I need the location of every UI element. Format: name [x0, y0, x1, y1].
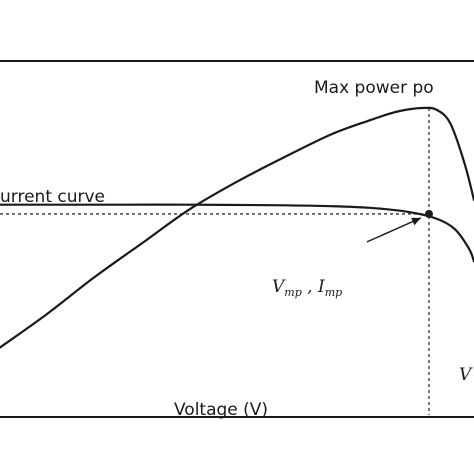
mpp-pointer-arrowhead: [411, 217, 421, 226]
mpp-pointer-arrow: [366, 217, 422, 243]
max-power-point-label: Max power po: [314, 78, 434, 98]
imp-subscript: mp: [325, 286, 342, 299]
vmp-symbol: V: [272, 277, 286, 297]
max-power-point-marker: [424, 209, 433, 218]
imp-symbol: I: [317, 277, 325, 297]
current-curve-label: urrent curve: [0, 187, 105, 207]
current-curve-line: [0, 203, 474, 263]
vmp-imp-label: Vmp , Imp: [272, 277, 342, 299]
x-axis-label: Voltage (V): [174, 400, 268, 420]
right-edge-v-label: V: [459, 365, 473, 385]
plot-frame: [0, 60, 474, 418]
power-curve-line: [0, 106, 474, 349]
vmp-imp-separator: ,: [302, 277, 318, 297]
vmp-subscript: mp: [284, 286, 301, 299]
